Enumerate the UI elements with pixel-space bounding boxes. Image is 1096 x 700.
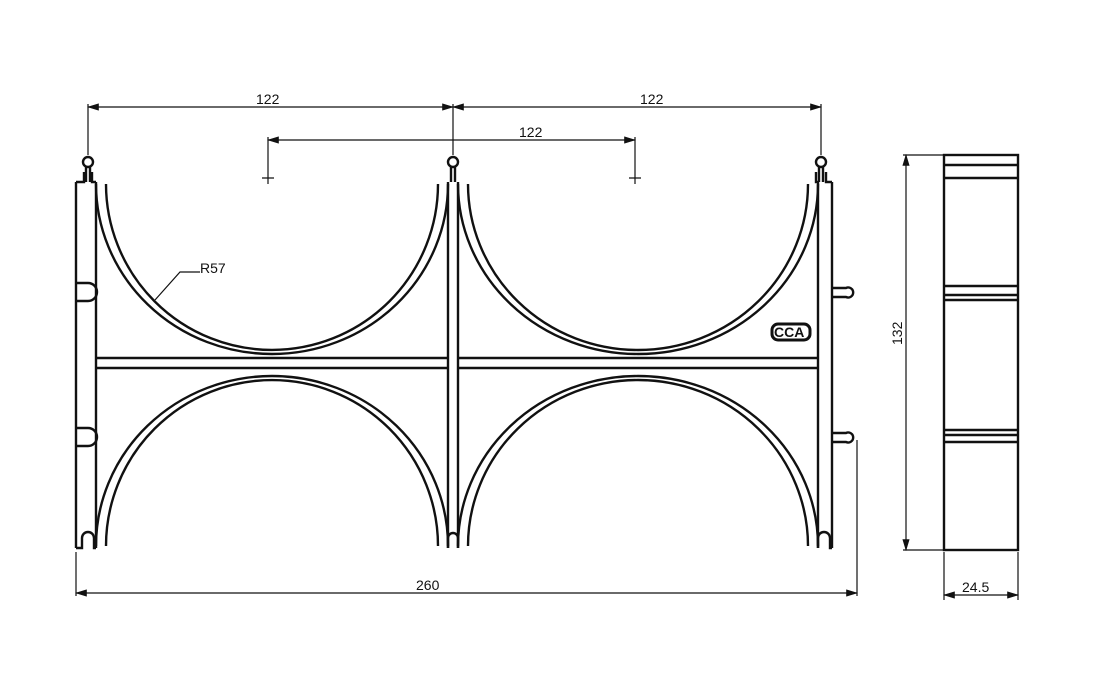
svg-text:CCA: CCA	[774, 324, 804, 340]
dim-top-left: 122	[256, 91, 280, 107]
cca-logo: CCA	[770, 322, 812, 342]
dim-top-right: 122	[640, 91, 664, 107]
front-view: CCA	[74, 155, 855, 550]
bottom-arcs	[94, 374, 820, 547]
side-view: 132 24.5	[889, 153, 1020, 600]
center-post	[446, 182, 460, 548]
dim-thickness: 24.5	[962, 579, 989, 595]
top-arcs	[94, 183, 820, 356]
dim-radius: R57	[200, 260, 226, 276]
cross-bar	[96, 356, 818, 370]
top-pins	[81, 155, 828, 182]
bottom-notches	[76, 530, 832, 550]
right-post	[816, 182, 834, 548]
side-pins	[76, 281, 855, 448]
dim-overall-width: 260	[416, 577, 440, 593]
dimension-lines: 122 122 122 R57 260	[74, 91, 859, 597]
dim-center: 122	[519, 124, 543, 140]
dim-height: 132	[889, 321, 905, 345]
left-post	[74, 182, 98, 548]
